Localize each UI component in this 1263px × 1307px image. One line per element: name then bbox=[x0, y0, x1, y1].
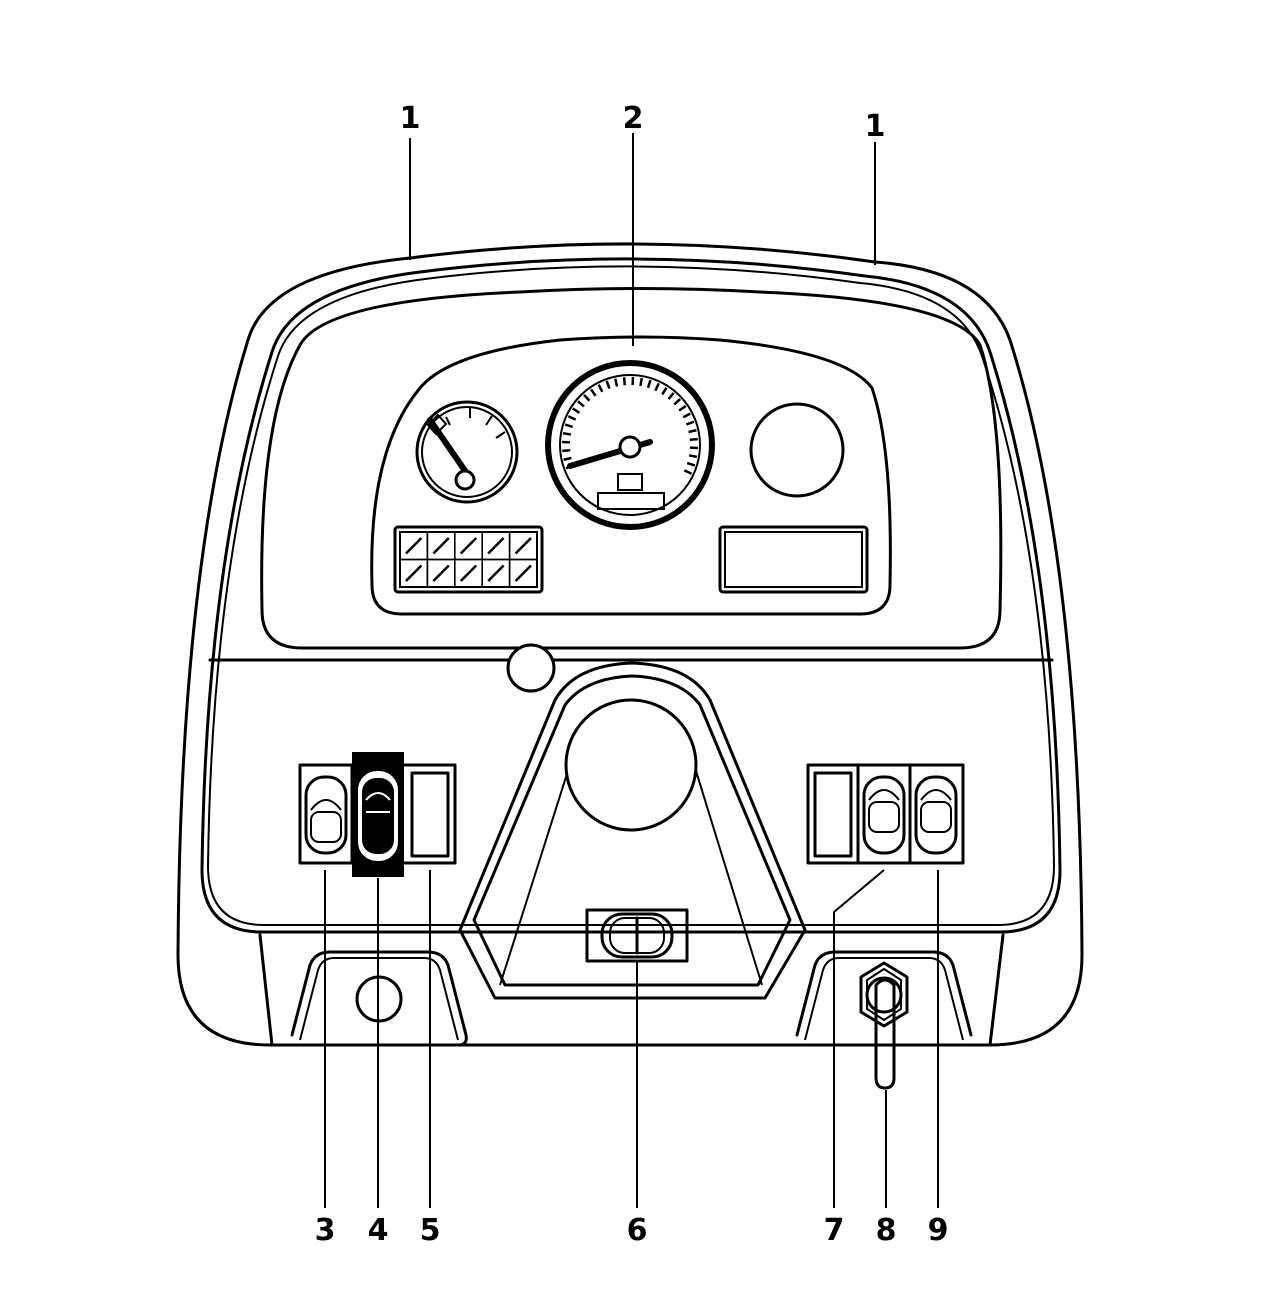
instrument-hood bbox=[208, 287, 1054, 662]
tachometer-tick bbox=[686, 461, 696, 467]
indicator-symbol bbox=[487, 537, 505, 555]
tachometer-tick bbox=[682, 412, 691, 419]
indicator-symbol bbox=[459, 537, 478, 555]
switch-blank-right[interactable] bbox=[813, 771, 853, 858]
callout-2: 2 bbox=[623, 101, 644, 136]
round-indicator bbox=[506, 643, 556, 693]
indicator-grid-icon bbox=[393, 525, 544, 594]
tachometer-tick bbox=[583, 394, 591, 402]
switch-3[interactable] bbox=[304, 763, 354, 865]
tachometer-tick bbox=[562, 431, 572, 436]
tachometer-tick bbox=[654, 382, 660, 392]
switch-9[interactable] bbox=[914, 775, 958, 855]
tachometer-icon bbox=[545, 360, 715, 530]
tachometer-tick bbox=[622, 377, 627, 386]
indicator-symbol bbox=[432, 537, 450, 555]
tachometer-tick bbox=[597, 384, 604, 393]
tachometer-tick bbox=[667, 392, 675, 400]
callout-9: 9 bbox=[928, 1213, 949, 1248]
tachometer-tick bbox=[614, 378, 619, 387]
warning-lamp-icon bbox=[749, 402, 845, 498]
tachometer-tick bbox=[685, 420, 695, 426]
tachometer-tick bbox=[563, 456, 572, 461]
instrument-panel bbox=[370, 335, 892, 616]
indicator-symbol bbox=[459, 564, 478, 582]
callout-1-right: 1 bbox=[865, 109, 886, 144]
indicator-symbol bbox=[432, 564, 450, 582]
switch-7[interactable] bbox=[856, 763, 912, 865]
hour-meter-display-icon bbox=[718, 525, 869, 594]
steering-column-cover bbox=[458, 661, 807, 1000]
callout-4: 4 bbox=[368, 1213, 389, 1248]
right-switch-bank bbox=[806, 763, 965, 865]
callout-5: 5 bbox=[420, 1213, 441, 1248]
indicator-symbol bbox=[514, 564, 532, 582]
switch-5[interactable] bbox=[410, 771, 450, 858]
left-bottom-pod bbox=[290, 950, 468, 1047]
fuel-gauge-icon bbox=[415, 400, 519, 504]
callout-labels: 1 2 1 3 4 5 6 7 8 9 bbox=[315, 101, 949, 1248]
tachometer-tick bbox=[567, 415, 577, 421]
switch-4[interactable] bbox=[352, 752, 404, 877]
tachometer-tick bbox=[589, 388, 597, 397]
tachometer-tick bbox=[661, 386, 668, 396]
indicator-symbol bbox=[405, 564, 423, 582]
switch-6[interactable] bbox=[585, 908, 689, 963]
tachometer-tick bbox=[683, 469, 693, 475]
indicator-cell bbox=[508, 558, 538, 588]
callout-8: 8 bbox=[876, 1213, 897, 1248]
tachometer-ticks bbox=[562, 377, 698, 475]
tachometer-tick bbox=[688, 429, 697, 434]
tachometer-tick bbox=[673, 398, 681, 406]
indicator-symbol bbox=[514, 537, 532, 555]
indicator-symbol bbox=[405, 537, 423, 555]
leader-lines bbox=[324, 133, 939, 1208]
tachometer-tick bbox=[605, 380, 611, 390]
callout-7: 7 bbox=[824, 1213, 845, 1248]
right-bottom-pod bbox=[795, 950, 973, 1041]
tachometer-tick bbox=[646, 379, 652, 389]
left-switch-bank bbox=[298, 752, 457, 877]
tachometer-tick bbox=[688, 454, 698, 459]
tachometer-tick bbox=[639, 377, 644, 387]
tachometer-tick bbox=[564, 423, 574, 429]
tachometer-tick bbox=[689, 437, 698, 442]
callout-3: 3 bbox=[315, 1213, 336, 1248]
tachometer-tick bbox=[571, 407, 581, 414]
tachometer-tick bbox=[678, 404, 687, 412]
callout-1-left: 1 bbox=[400, 101, 421, 136]
callout-6: 6 bbox=[627, 1213, 648, 1248]
tachometer-tick bbox=[562, 448, 571, 453]
key-switch-icon[interactable] bbox=[859, 961, 909, 1090]
indicator-symbol bbox=[487, 564, 505, 582]
tachometer-tick bbox=[577, 400, 585, 408]
